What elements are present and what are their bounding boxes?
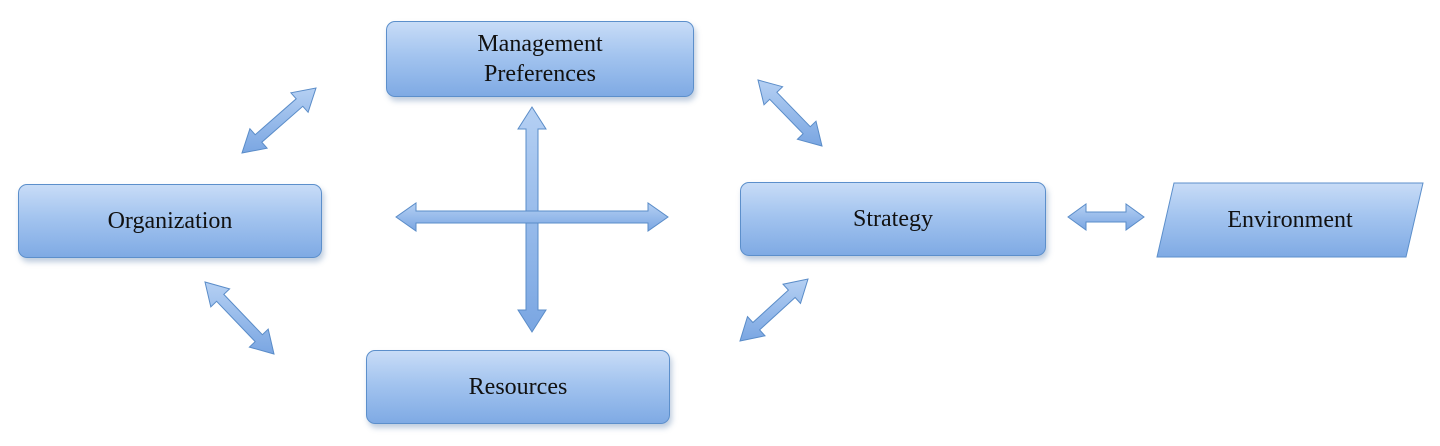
environment-label: Environment <box>1227 207 1353 233</box>
management-preferences-label: Management Preferences <box>477 31 603 87</box>
arrow-strategy-environment <box>1067 203 1145 231</box>
organization-box: Organization <box>18 184 322 258</box>
environment-box: Environment <box>1156 182 1424 258</box>
resources-label: Resources <box>468 374 568 400</box>
arrow-resources-strategy <box>739 278 809 342</box>
management-preferences-box: Management Preferences <box>386 21 694 97</box>
arrow-organization-strategy <box>395 202 669 232</box>
strategy-box: Strategy <box>740 182 1046 256</box>
resources-box: Resources <box>366 350 670 424</box>
strategy-label: Strategy <box>853 206 933 232</box>
arrow-organization-resources <box>204 281 275 355</box>
organization-label: Organization <box>107 208 233 234</box>
arrow-management-strategy <box>757 79 823 147</box>
arrow-organization-management <box>241 87 317 154</box>
environment-parallelogram <box>1156 182 1424 258</box>
